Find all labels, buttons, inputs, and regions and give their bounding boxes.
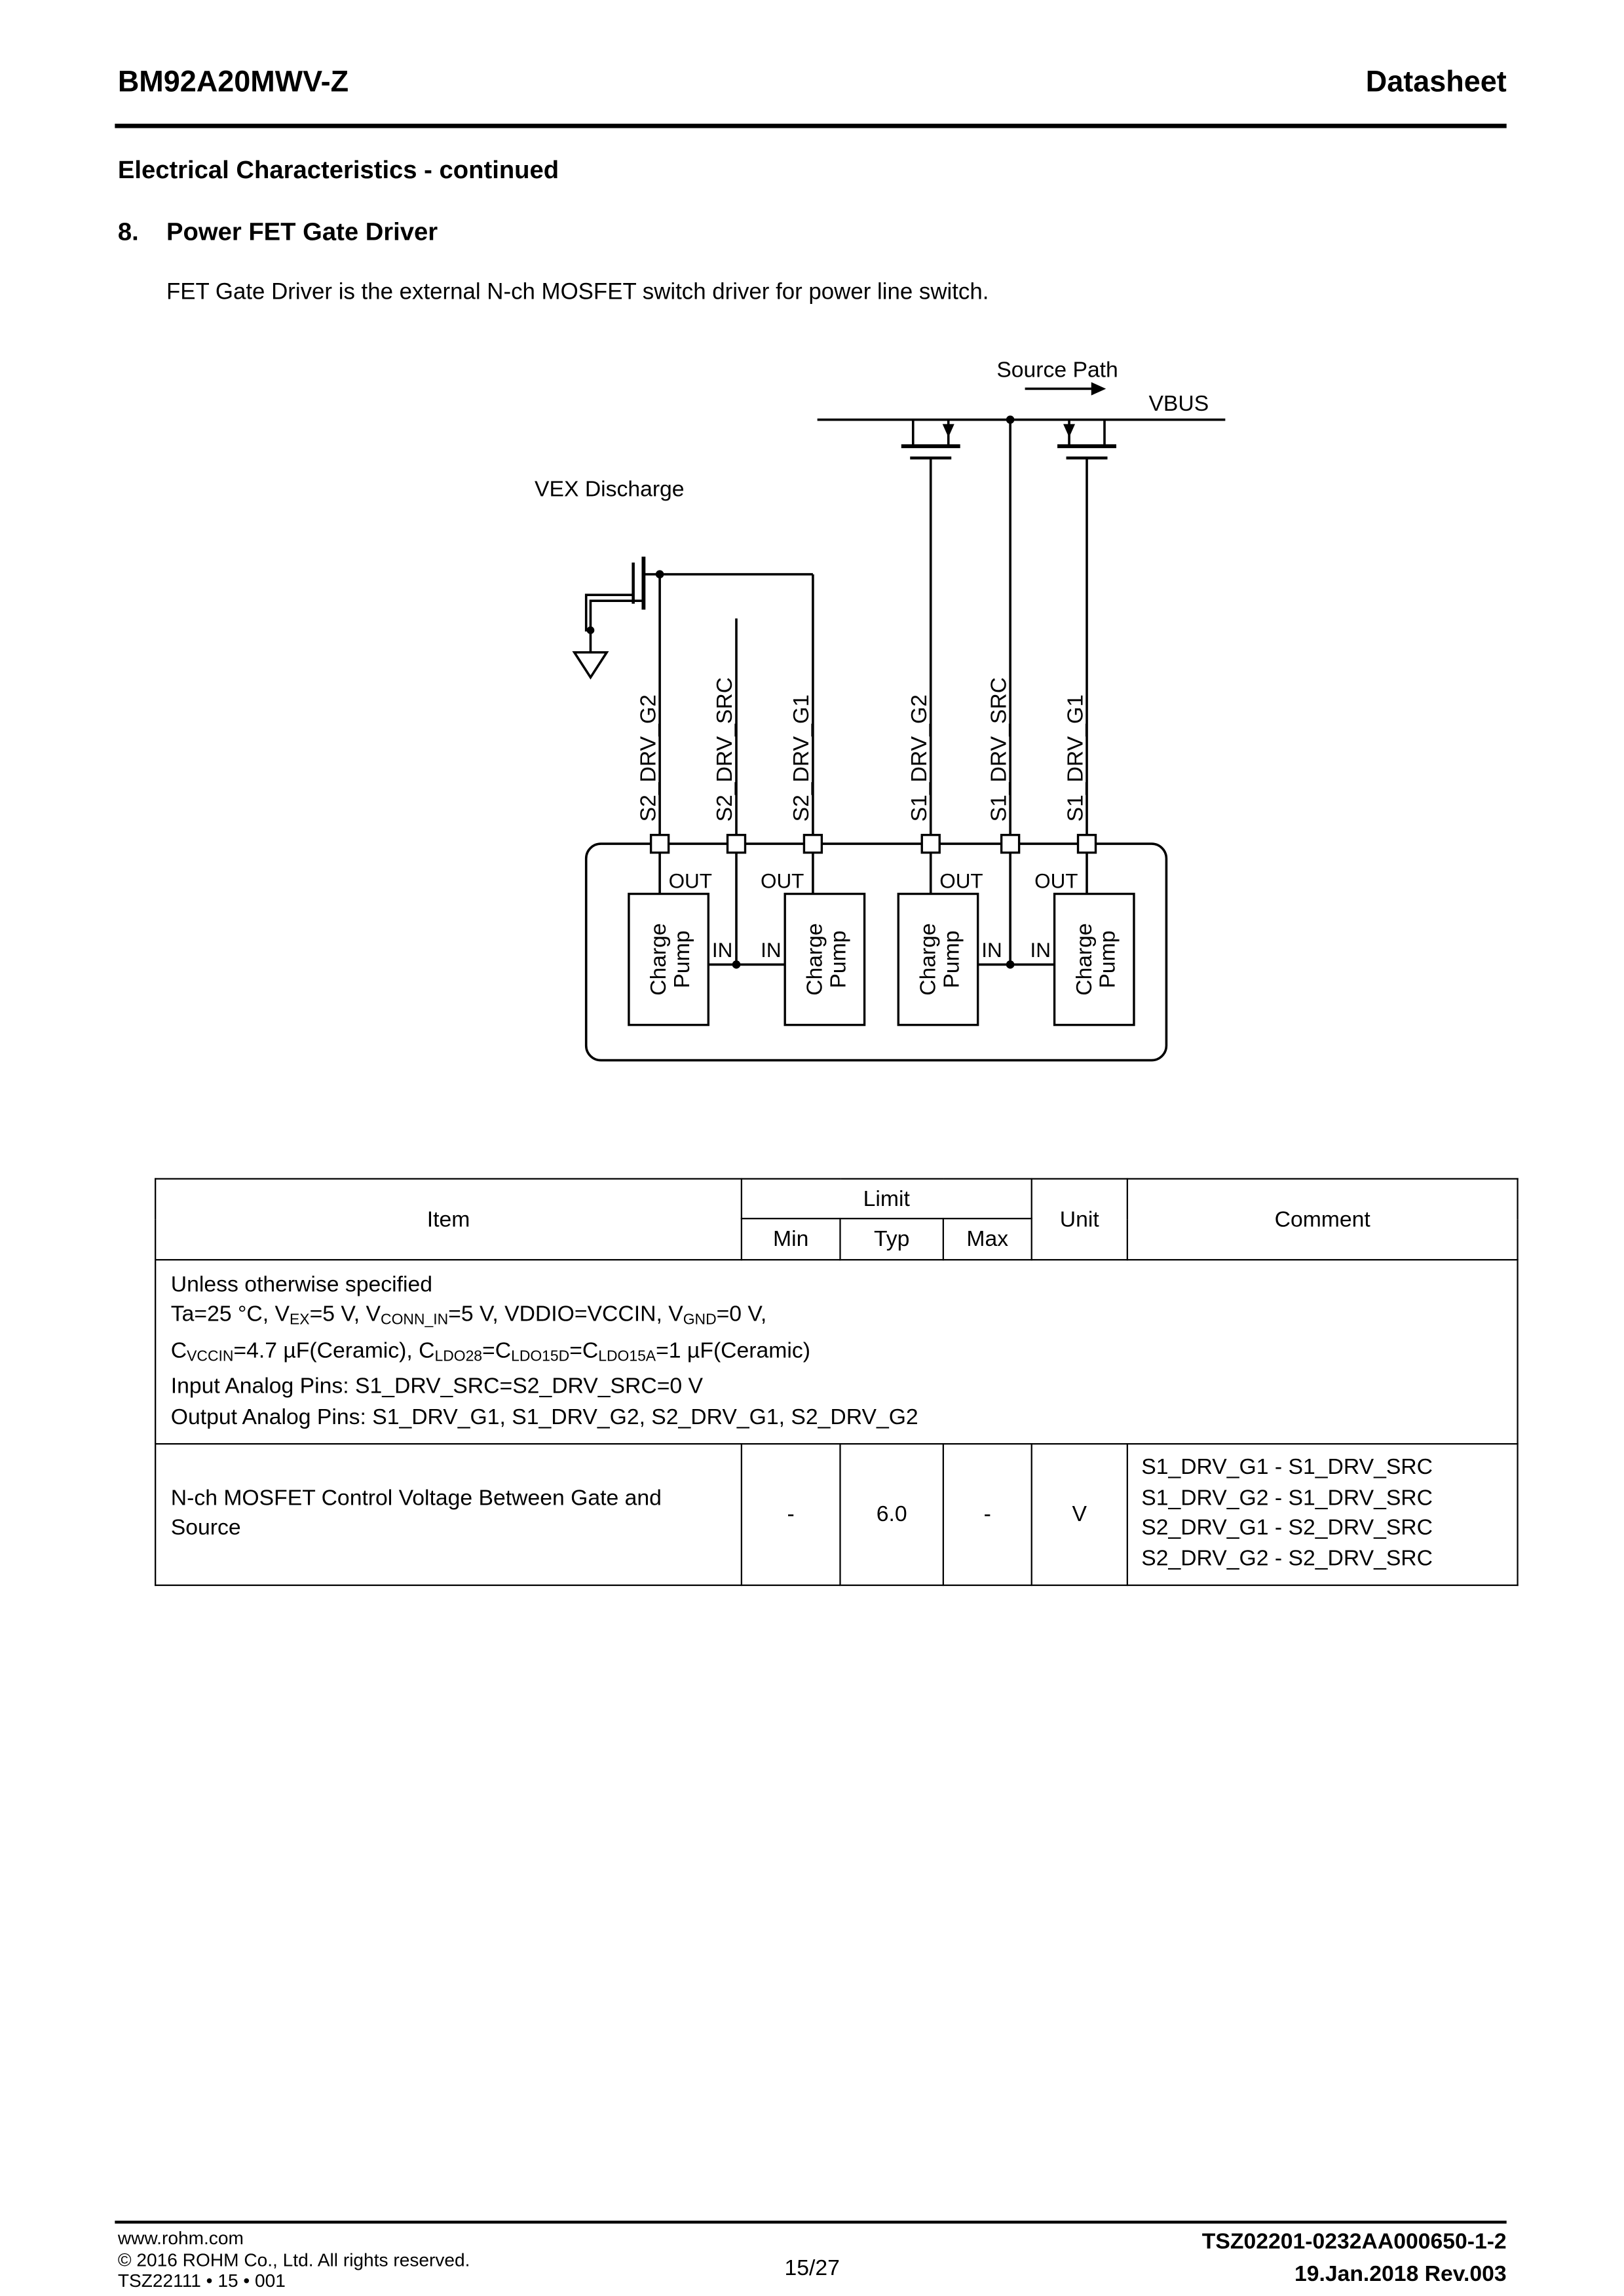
footer-website: www.rohm.com bbox=[117, 2228, 244, 2249]
pin-label-s2-drv-g1: S2_DRV_G1 bbox=[789, 694, 814, 821]
charge-pump-label: Pump bbox=[939, 931, 964, 988]
charge-pump-label: Pump bbox=[670, 931, 694, 988]
spec-min: - bbox=[740, 1442, 841, 1586]
pin-s2-drv-g2 bbox=[649, 833, 670, 854]
out-label: OUT bbox=[939, 870, 983, 893]
section-description: FET Gate Driver is the external N-ch MOS… bbox=[166, 280, 989, 305]
pin-s1-drv-g1 bbox=[1076, 833, 1097, 854]
comment-line: S2_DRV_G1 - S2_DRV_SRC bbox=[1141, 1516, 1433, 1541]
col-header-unit: Unit bbox=[1030, 1178, 1128, 1261]
condition-line: Input Analog Pins: S1_DRV_SRC=S2_DRV_SRC… bbox=[170, 1374, 704, 1400]
spec-max: - bbox=[942, 1442, 1032, 1586]
pin-s1-drv-g2 bbox=[920, 833, 941, 854]
col-header-limit: Limit bbox=[740, 1178, 1032, 1220]
section-heading-text: Power FET Gate Driver bbox=[166, 217, 438, 246]
junction-dot bbox=[1006, 960, 1015, 969]
pin-label-s2-drv-src: S2_DRV_SRC bbox=[712, 677, 737, 821]
part-number: BM92A20MWV-Z bbox=[117, 66, 349, 99]
charge-pump-label: Charge bbox=[1072, 923, 1097, 996]
in-label: IN bbox=[1030, 939, 1050, 962]
charge-pump-box bbox=[784, 892, 866, 1026]
col-header-max: Max bbox=[942, 1218, 1032, 1261]
col-header-comment: Comment bbox=[1126, 1178, 1519, 1261]
comment-line: S1_DRV_G1 - S1_DRV_SRC bbox=[1141, 1454, 1433, 1480]
pin-label-s1-drv-g1: S1_DRV_G1 bbox=[1063, 694, 1087, 821]
footer-rule bbox=[115, 2220, 1507, 2223]
out-label: OUT bbox=[1034, 870, 1078, 893]
junction-dot bbox=[732, 960, 741, 969]
vex-discharge-label: VEX Discharge bbox=[535, 477, 685, 502]
condition-line: Unless otherwise specified bbox=[170, 1272, 432, 1298]
section-title: Electrical Characteristics - continued bbox=[117, 156, 559, 184]
ground-symbol bbox=[572, 651, 609, 680]
pin-label-s1-drv-g2: S1_DRV_G2 bbox=[907, 694, 932, 821]
in-label: IN bbox=[981, 939, 1002, 962]
spec-unit: V bbox=[1030, 1442, 1128, 1586]
charge-pump-box bbox=[1053, 892, 1135, 1026]
header-rule bbox=[115, 123, 1507, 128]
junction-dot bbox=[655, 570, 664, 579]
test-conditions: Unless otherwise specified Ta=25 °C, VEX… bbox=[155, 1259, 1519, 1445]
col-header-min: Min bbox=[740, 1218, 841, 1261]
out-label: OUT bbox=[669, 870, 712, 893]
discharge-source-wire bbox=[589, 599, 644, 652]
spec-comment: S1_DRV_G1 - S1_DRV_SRC S1_DRV_G2 - S1_DR… bbox=[1126, 1442, 1519, 1586]
arrows-and-dots bbox=[586, 382, 1106, 969]
pin-label-s2-drv-g2: S2_DRV_G2 bbox=[635, 694, 660, 821]
footer-copyright: © 2016 ROHM Co., Ltd. All rights reserve… bbox=[117, 2249, 470, 2270]
charge-pump-boxes bbox=[628, 892, 1135, 1026]
circuit-diagram: Source Path VBUS VEX Discharge S2_DRV_G2… bbox=[535, 357, 1226, 1062]
source-path-arrowhead bbox=[1091, 382, 1106, 396]
charge-pump-label: Pump bbox=[1095, 931, 1120, 988]
condition-line: Ta=25 °C, VEX=5 V, VCONN_IN=5 V, VDDIO=V… bbox=[170, 1302, 767, 1329]
junction-dot bbox=[586, 626, 595, 634]
charge-pump-box bbox=[897, 892, 979, 1026]
fet-stubs bbox=[911, 419, 1106, 447]
pin-label-s1-drv-src: S1_DRV_SRC bbox=[986, 677, 1011, 821]
fet2-source-arrow bbox=[1063, 424, 1076, 438]
out-label: OUT bbox=[761, 870, 804, 893]
charge-pump-label: Charge bbox=[646, 923, 671, 996]
source-path-label: Source Path bbox=[996, 357, 1118, 382]
pin-s1-drv-src bbox=[1000, 833, 1021, 854]
spec-table: Item Limit Unit Comment Min Typ Max Unle… bbox=[155, 1178, 1519, 1586]
pin-s2-drv-src bbox=[726, 833, 747, 854]
junction-dot bbox=[1006, 415, 1015, 424]
charge-pump-label: Pump bbox=[825, 931, 850, 988]
spec-typ: 6.0 bbox=[839, 1442, 944, 1586]
doc-type-label: Datasheet bbox=[1365, 66, 1507, 99]
page-number: 15/27 bbox=[784, 2255, 840, 2282]
section-number: 8. bbox=[117, 217, 139, 246]
in-label: IN bbox=[712, 939, 732, 962]
condition-line: CVCCIN=4.7 µF(Ceramic), CLDO28=CLDO15D=C… bbox=[170, 1338, 810, 1366]
spec-item: N-ch MOSFET Control Voltage Between Gate… bbox=[155, 1442, 742, 1586]
in-label: IN bbox=[761, 939, 781, 962]
comment-line: S2_DRV_G2 - S2_DRV_SRC bbox=[1141, 1546, 1433, 1572]
vbus-label: VBUS bbox=[1148, 391, 1209, 416]
comment-line: S1_DRV_G2 - S1_DRV_SRC bbox=[1141, 1485, 1433, 1511]
charge-pump-label: Charge bbox=[802, 923, 827, 996]
col-header-item: Item bbox=[155, 1178, 742, 1261]
condition-line: Output Analog Pins: S1_DRV_G1, S1_DRV_G2… bbox=[170, 1404, 918, 1430]
footer-doc-number: TSZ02201-0232AA000650-1-2 bbox=[1201, 2229, 1507, 2255]
footer-revision: 19.Jan.2018 Rev.003 bbox=[1294, 2261, 1507, 2287]
fet1-source-arrow bbox=[942, 424, 954, 438]
section-heading: 8. Power FET Gate Driver bbox=[118, 218, 438, 248]
ic-body bbox=[584, 842, 1168, 1062]
charge-pump-box bbox=[628, 892, 709, 1026]
footer-code: TSZ22111 • 15 • 001 bbox=[117, 2270, 286, 2291]
pin-s2-drv-g1 bbox=[803, 833, 823, 854]
ic-pins bbox=[649, 833, 1097, 854]
col-header-typ: Typ bbox=[839, 1218, 944, 1261]
charge-pump-label: Charge bbox=[915, 923, 940, 996]
